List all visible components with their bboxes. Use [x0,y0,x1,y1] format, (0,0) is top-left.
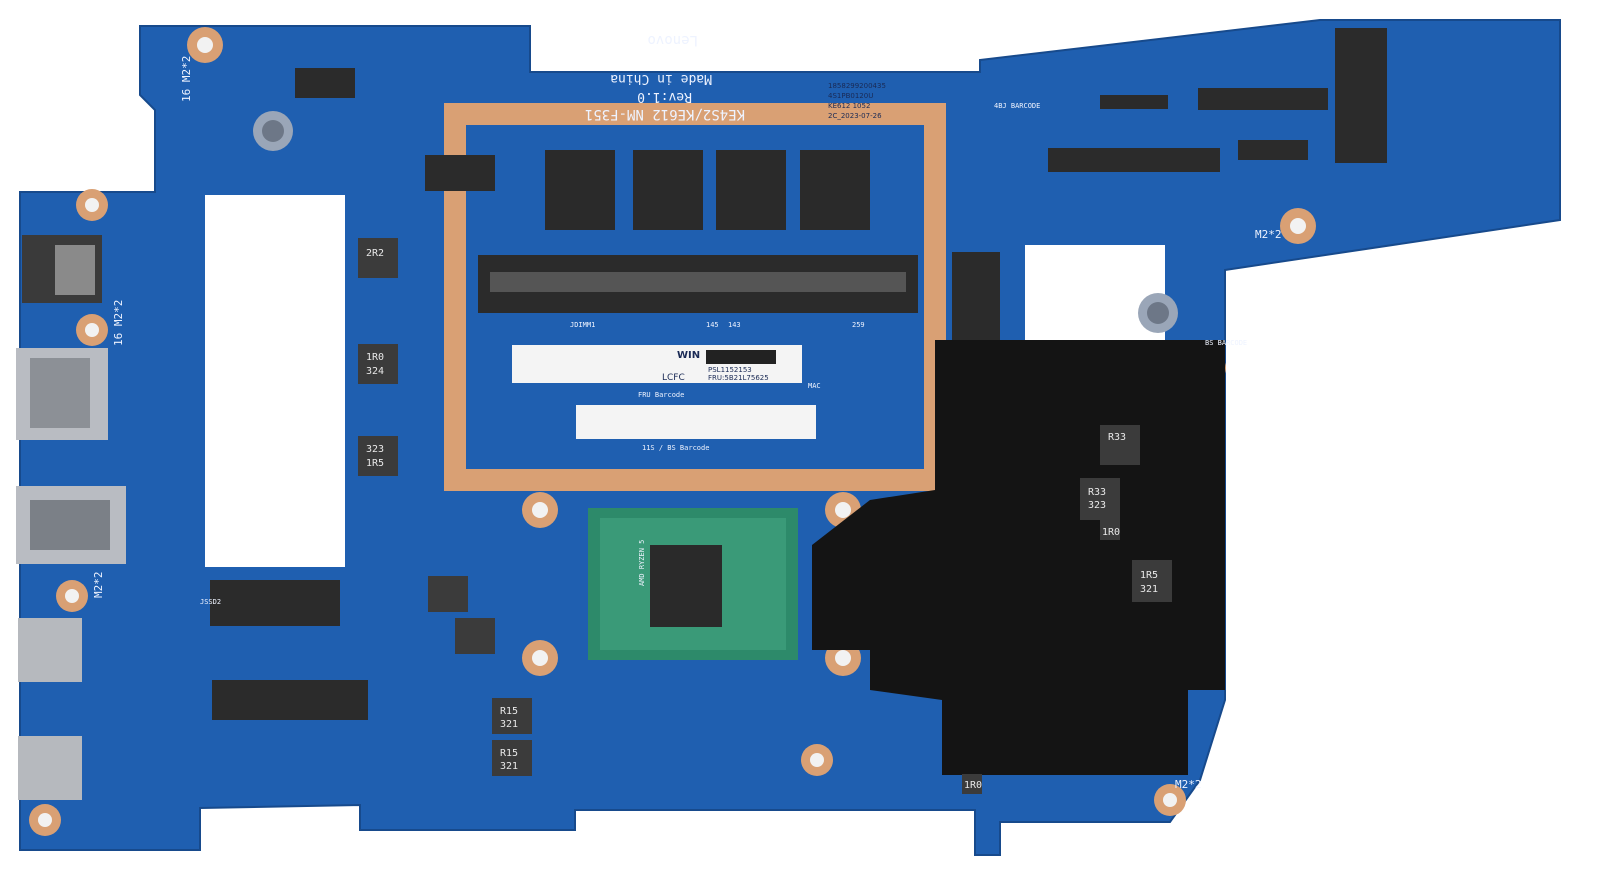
fru-barcode-text: FRU Barcode [638,391,684,399]
dimm-label-text: JDIMM1 [570,321,595,329]
apu-brand-text: AMD RYZEN 5 [638,540,646,586]
inductor-label-9: R15 [500,748,518,759]
flex-connectors [212,68,1328,720]
m2-slot-bottom [210,580,340,626]
inductor-label-5: 1R5 [366,458,384,469]
pin-259-text: 259 [852,321,865,329]
inductor-label-2: 1R0 [366,352,384,363]
board-code-text: KE612 1052 [828,102,870,110]
asset-code-text: 4S1PB0120U [828,92,873,100]
inductor-label-8: 321 [500,719,518,730]
inductor-label-3: 324 [366,366,384,377]
inductor-label-15: 1R0 [1102,527,1120,538]
io-ports [16,235,126,800]
barcode-right-text: BS BARCODE [1205,339,1247,347]
inductor-label-14: R33 [1108,432,1126,443]
dimm-frame [444,103,946,491]
inductor-label-7: R15 [500,706,518,717]
inductor-label-11: 1R5 [1140,570,1158,581]
inductor-label-1: 2R2 [366,248,384,259]
pin-143-text: 143 [728,321,741,329]
mount-label-4: M2*2 [1255,228,1282,241]
inductor-label-4: 323 [366,444,384,455]
origin-text: Made in China [610,71,712,86]
inductor-label-13: 323 [1088,500,1106,511]
barcode-area [576,405,816,439]
mount-label-3: M2*2 [92,572,105,599]
screw-icons [253,111,1178,333]
ssd-label-text: JSSD2 [200,598,221,606]
mount-holes [29,27,1316,836]
date-code-text: 2C_2023-07-26 [828,112,882,120]
mount-label-2: 16 M2*2 [112,300,125,346]
inductor-label-16: 1R0 [964,780,982,791]
lcfc-sticker-text: LCFC [662,373,685,383]
memory-chips [545,150,870,230]
inductor-label-10: 321 [500,761,518,772]
brand-text: Lenovo [647,32,698,48]
fru-sticker-text: FRU:5B21L75625 [708,374,769,382]
inductor-label-6: R33 [1088,487,1106,498]
mb-barcode-text: 11S / BS Barcode [642,444,709,452]
serial-text: 1858299200435 [828,82,886,90]
revision-text: Rev:1.0 [637,89,692,104]
inductor-label-12: 321 [1140,584,1158,595]
mount-label-5: M2*2 [1175,778,1202,791]
board-cutout-left [205,195,345,567]
m2-slot-top [1335,28,1387,163]
inductor-labels: 2R2 1R0 324 323 1R5 R33 R15 321 R15 321 … [366,248,1158,791]
barcode-left-text: 4BJ BARCODE [994,102,1040,110]
win-sticker-text: WIN [677,350,700,361]
pin-145-text: 145 [706,321,719,329]
inductors [358,238,1172,794]
psl-sticker-text: PSL1152153 [708,366,752,374]
mac-label-text: MAC [808,382,821,390]
model-text: KE4S2/KE612 NM-F351 [585,106,745,122]
mount-label-1: 16 M2*2 [180,56,193,102]
apu-die [650,545,722,627]
